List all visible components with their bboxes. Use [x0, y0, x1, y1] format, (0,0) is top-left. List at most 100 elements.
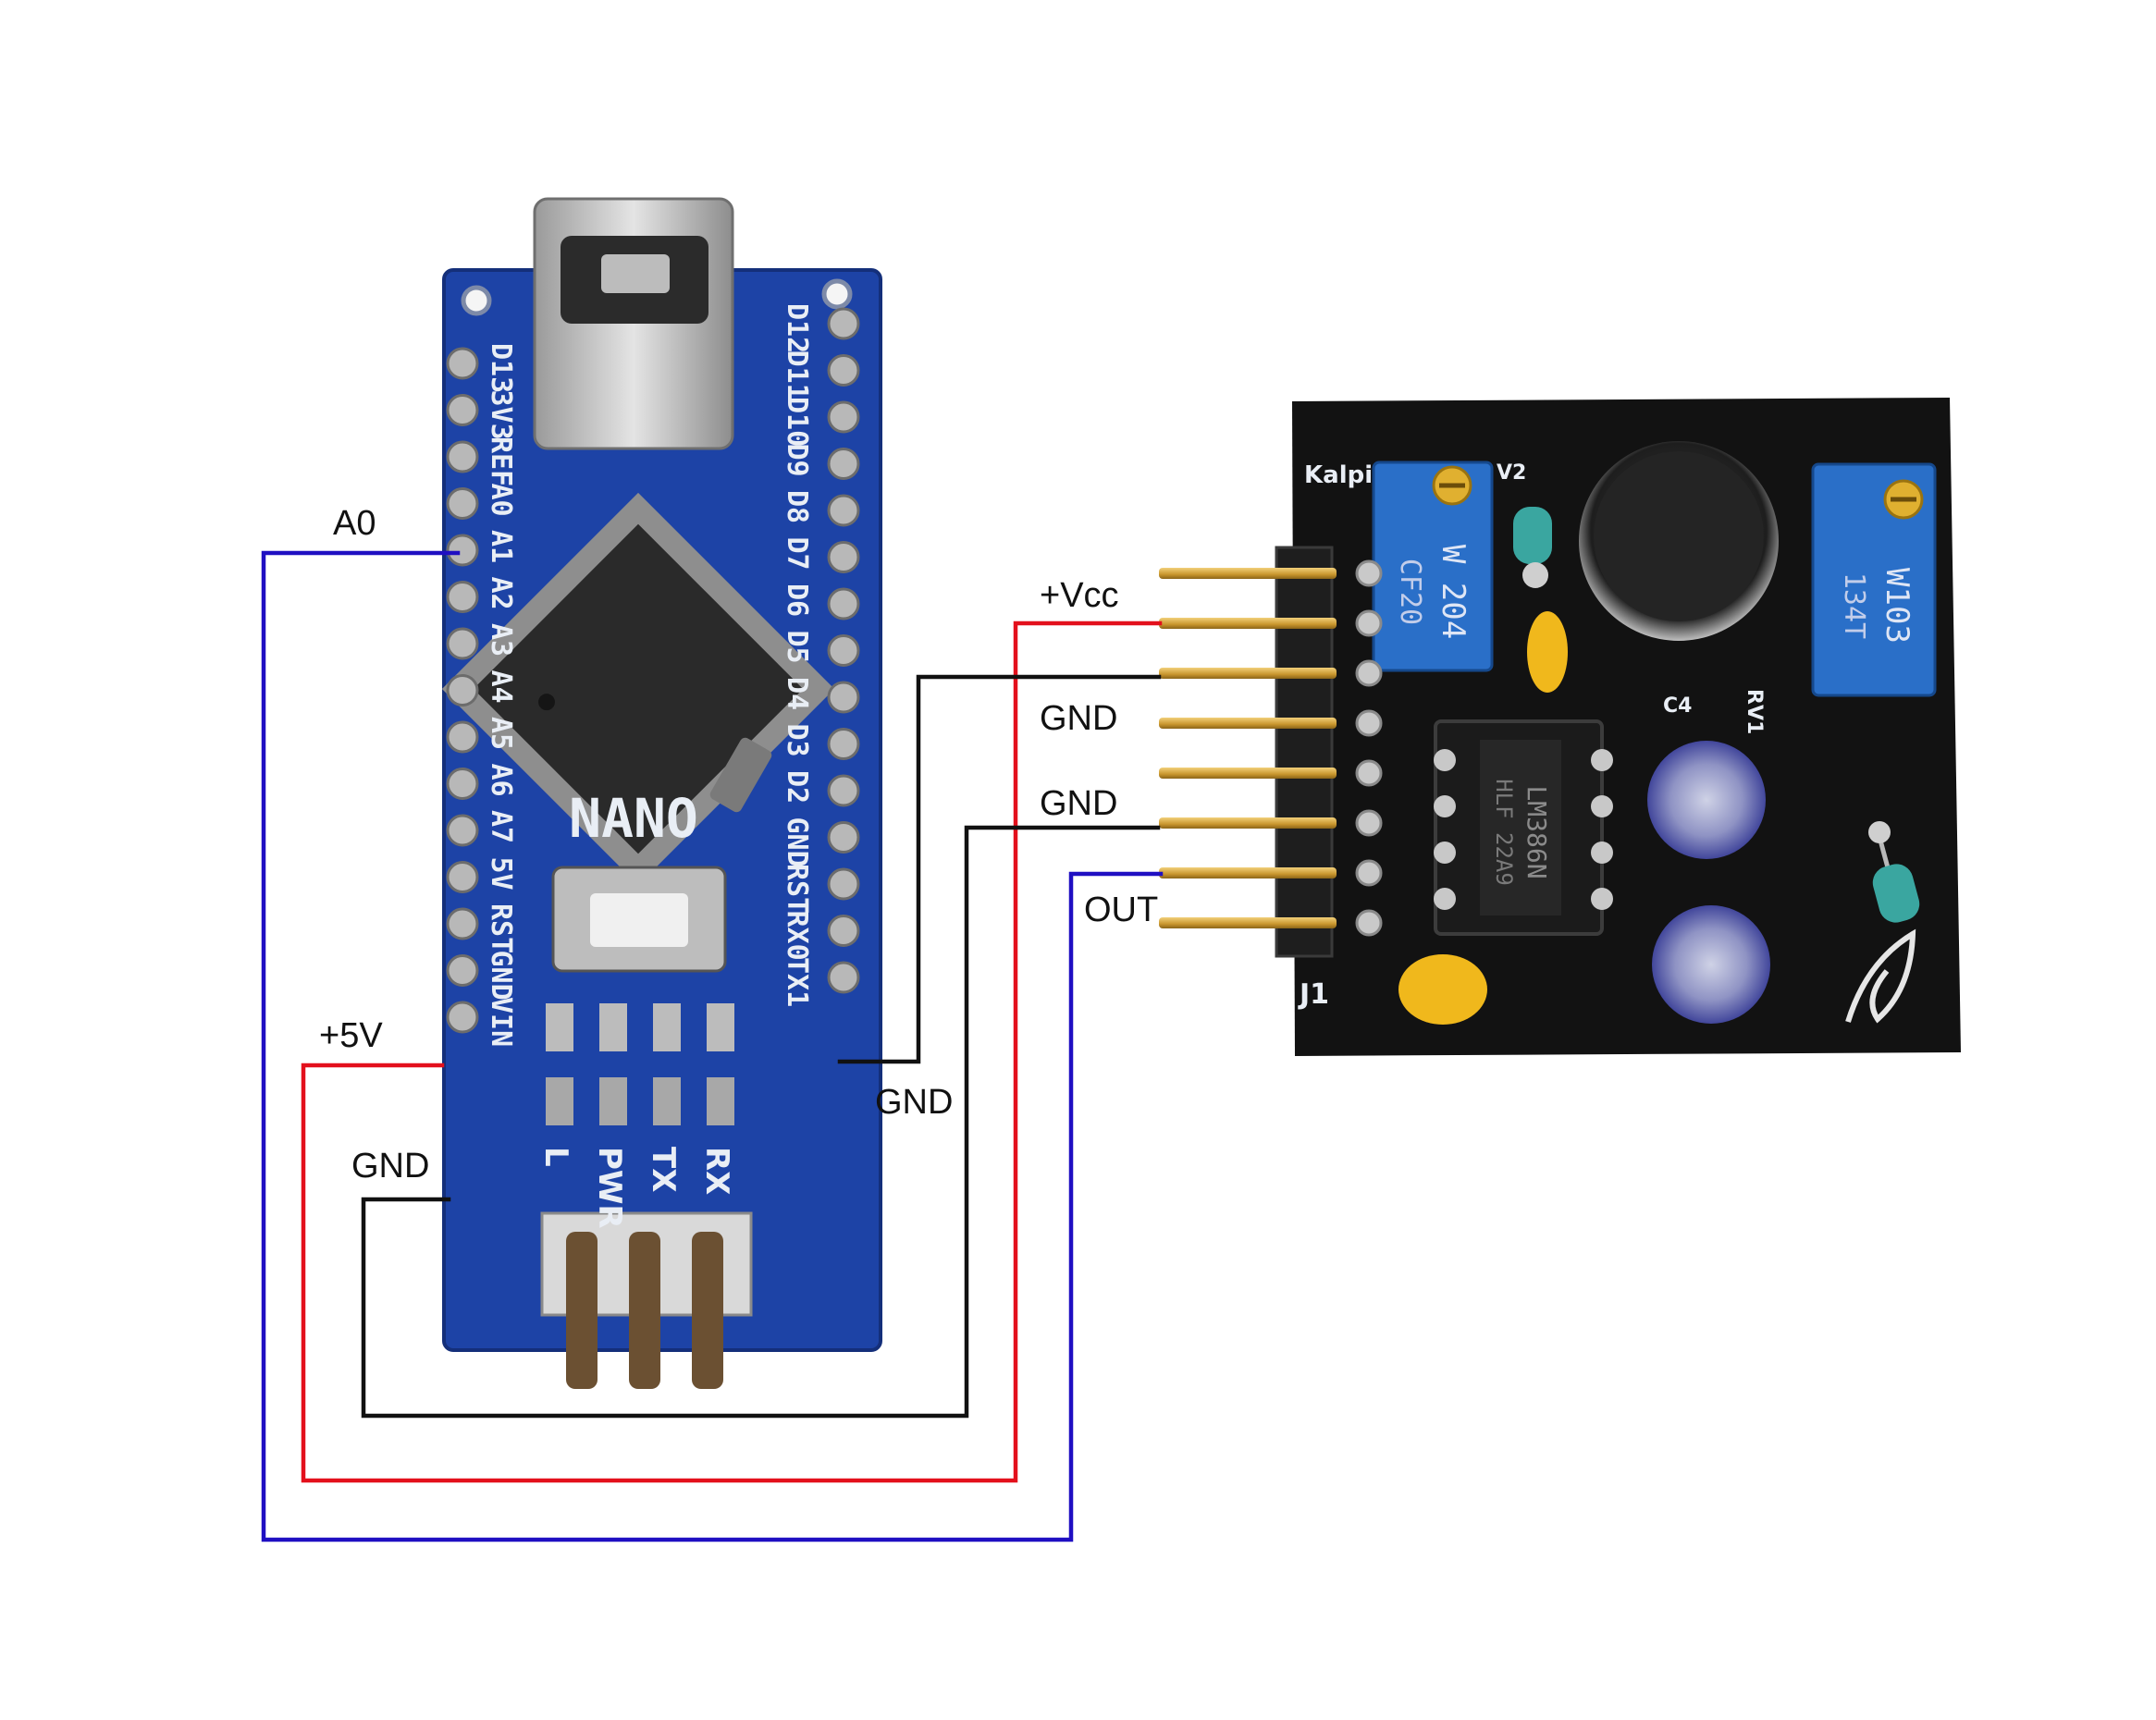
nano-pin-vin — [446, 1001, 479, 1034]
led-label-tx: TX — [645, 1147, 682, 1192]
nano-pin-a2 — [446, 581, 479, 613]
label-plus-vcc: +Vcc — [1040, 576, 1119, 615]
nano-pin-right-d10 — [827, 400, 860, 434]
sensor-pin-pad — [1355, 659, 1383, 687]
ceramic-capacitor-top — [1527, 611, 1568, 693]
sensor-header-pin — [1159, 917, 1337, 928]
nano-pin-right-label-gnd: GND — [781, 817, 813, 867]
sensor-header-pin — [1159, 718, 1337, 729]
electrolytic-capacitor-top — [1647, 741, 1766, 859]
wire-labels: A0 +5V GND GND +Vcc GND GND OUT — [319, 504, 1158, 1186]
lm386-chip: LM386N HLF 22A9 — [1434, 719, 1613, 936]
crystal — [709, 737, 772, 813]
sensor-header-pin — [1159, 817, 1337, 829]
j1-header-housing — [1275, 546, 1334, 958]
nano-pin-5v — [446, 861, 479, 893]
nano-pin-gnd — [446, 954, 479, 987]
nano-pin-right-d8 — [827, 494, 860, 527]
nano-pin-a4 — [446, 674, 479, 706]
left-pot-value: W 204 — [1435, 545, 1472, 639]
wire-gnd-nano-left-to-sensor — [361, 825, 1161, 1419]
nano-pin-right-d2 — [827, 774, 860, 807]
sensor-header-pin — [1159, 618, 1337, 629]
nano-pin-right-label-d12: D12 — [781, 303, 813, 353]
sensor-pin-pad — [1355, 809, 1383, 837]
left-potentiometer: W 204 CF20 — [1372, 461, 1494, 672]
nano-pin-right-rx0 — [827, 915, 860, 947]
nano-pin-a3 — [446, 627, 479, 660]
sensor-pin-pad — [1355, 609, 1383, 637]
wire-5v-to-vcc — [301, 620, 1163, 1483]
nano-pin-label-a1: A1 — [485, 530, 517, 563]
sensor-pin-pad — [1355, 909, 1383, 937]
nano-pin-right-label-d2: D2 — [781, 770, 813, 804]
right-pot-value: W103 — [1879, 568, 1916, 644]
sensor-maker-label: Kalpi — [1304, 461, 1373, 489]
nano-pin-label-a7: A7 — [485, 810, 517, 843]
wire-gnd-nano-right-to-sensor — [837, 674, 1162, 1064]
nano-pin-label-rst: RST — [485, 903, 517, 953]
wires — [261, 550, 1164, 1542]
left-pot-code: CF20 — [1394, 559, 1426, 625]
nano-pin-label-gnd: GND — [485, 951, 517, 1001]
label-gnd-nano-left: GND — [351, 1147, 429, 1186]
nano-pin-a1 — [446, 534, 479, 567]
nano-pin-right-label-d3: D3 — [781, 724, 813, 757]
nano-pin-rst — [446, 907, 479, 940]
nano-pin-right-label-d8: D8 — [781, 490, 813, 523]
nano-pin-label-3v3: 3V3 — [485, 390, 517, 440]
nano-pin-label-5v: 5V — [485, 857, 517, 891]
nano-pin-right-tx1 — [827, 961, 860, 994]
lm386-date-code: HLF 22A9 — [1491, 779, 1517, 886]
nano-pin-label-a0: A0 — [485, 484, 517, 517]
reset-button-cap — [590, 893, 688, 947]
label-gnd-nano-right: GND — [875, 1083, 953, 1122]
icsp-pins — [566, 1232, 723, 1389]
cap-label: C4 — [1663, 694, 1692, 718]
nano-pin-label-a3: A3 — [485, 623, 517, 657]
electrolytic-capacitor-bottom — [1652, 905, 1770, 1024]
resistor-right — [1868, 821, 1920, 923]
nano-pin-a6 — [446, 768, 479, 800]
nano-pin-right-label-d10: D10 — [781, 397, 813, 447]
nano-pin-right-label-d5: D5 — [781, 631, 813, 664]
status-leds — [546, 1003, 734, 1125]
wire-a0-to-out — [261, 550, 1164, 1542]
nano-pin-label-a5: A5 — [485, 717, 517, 750]
sensor-header-pin — [1159, 867, 1337, 878]
nano-pin-right-d9 — [827, 448, 860, 480]
mounting-hole — [461, 285, 492, 316]
nano-pin-right-d6 — [827, 587, 860, 620]
nano-pin-label-ref: REF — [485, 436, 517, 486]
nano-pin-right-label-d11: D11 — [781, 350, 813, 400]
nano-pin-a7 — [446, 814, 479, 847]
nano-pin-right-rst — [827, 867, 860, 901]
right-pot-code: 134T — [1838, 572, 1870, 639]
sound-sensor-module: Kalpi V2 W 204 CF20 W103 134T RV1 — [1159, 398, 1961, 1056]
right-potentiometer: W103 134T — [1811, 462, 1937, 697]
arduino-nano-board: NANO L PWR TX RX D133V3REFA0A1A2A3A4A5A6… — [441, 197, 882, 1389]
nano-pin-right-label-d9: D9 — [781, 444, 813, 477]
nano-pin-a0 — [446, 487, 479, 520]
maker-logo-icon — [1845, 928, 1916, 1024]
nano-pin-label-d13: D13 — [485, 343, 517, 393]
nano-pin-right-label-rx0: RX0 — [781, 911, 813, 961]
microphone-capsule — [1579, 441, 1779, 641]
nano-pin-right-label-d4: D4 — [781, 677, 813, 710]
nano-pin-right-label-rst: RST — [781, 864, 813, 914]
resistor-top — [1513, 507, 1552, 588]
nano-pin-right-d3 — [827, 728, 860, 760]
nano-pin-right-d4 — [827, 681, 860, 714]
nano-pin-right-d11 — [827, 354, 860, 387]
usb-tongue — [601, 254, 670, 293]
led-label-pwr: PWR — [591, 1147, 628, 1229]
nano-pin-right-d5 — [827, 634, 860, 667]
nano-pin-right-d7 — [827, 541, 860, 573]
nano-pin-label-a4: A4 — [485, 670, 517, 704]
nano-pin-label-vin: VIN — [485, 997, 517, 1047]
nano-pin-right-gnd — [827, 821, 860, 854]
label-plus-5v: +5V — [319, 1016, 383, 1055]
